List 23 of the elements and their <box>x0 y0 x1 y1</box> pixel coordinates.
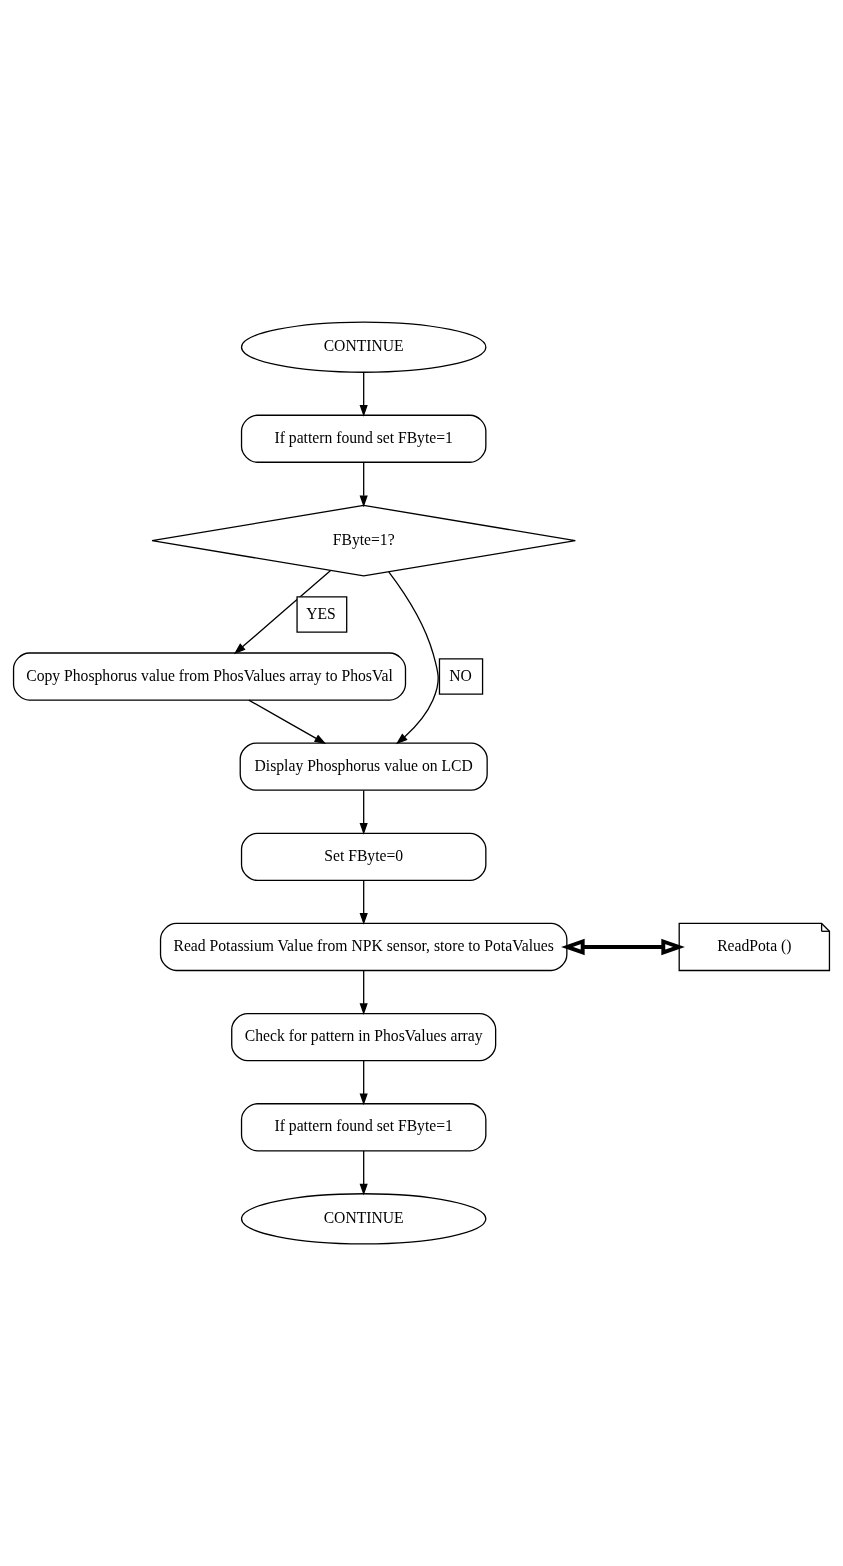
arrow <box>359 1150 368 1196</box>
node-box: Read Potassium Value from NPK sensor, store to PotaValues <box>159 922 568 972</box>
node-box: Check for pattern in PhosValues array <box>231 1012 497 1062</box>
node-box: Copy Phosphorus value from PhosValues array to PhosVal <box>12 652 407 701</box>
arrow <box>248 699 327 745</box>
arrow <box>359 1060 368 1106</box>
arrow <box>388 571 439 745</box>
node-box: Set FByte=0 <box>240 832 487 881</box>
arrow <box>359 789 368 835</box>
arrow <box>359 461 368 508</box>
node-diamond: FByte=1? <box>151 504 576 577</box>
arrow <box>561 938 685 956</box>
node-ellipse: CONTINUE <box>240 321 487 373</box>
edge-label: YES <box>306 605 336 623</box>
arrow <box>359 371 368 417</box>
edge-label: NO <box>449 667 472 685</box>
node-ellipse: CONTINUE <box>240 1193 487 1245</box>
node-box: If pattern found set FByte=1 <box>240 414 487 463</box>
node-box: If pattern found set FByte=1 <box>240 1103 487 1152</box>
arrow <box>359 880 368 925</box>
arrow <box>359 970 368 1016</box>
arrow <box>233 569 332 655</box>
node-box: Display Phosphorus value on LCD <box>239 742 488 791</box>
